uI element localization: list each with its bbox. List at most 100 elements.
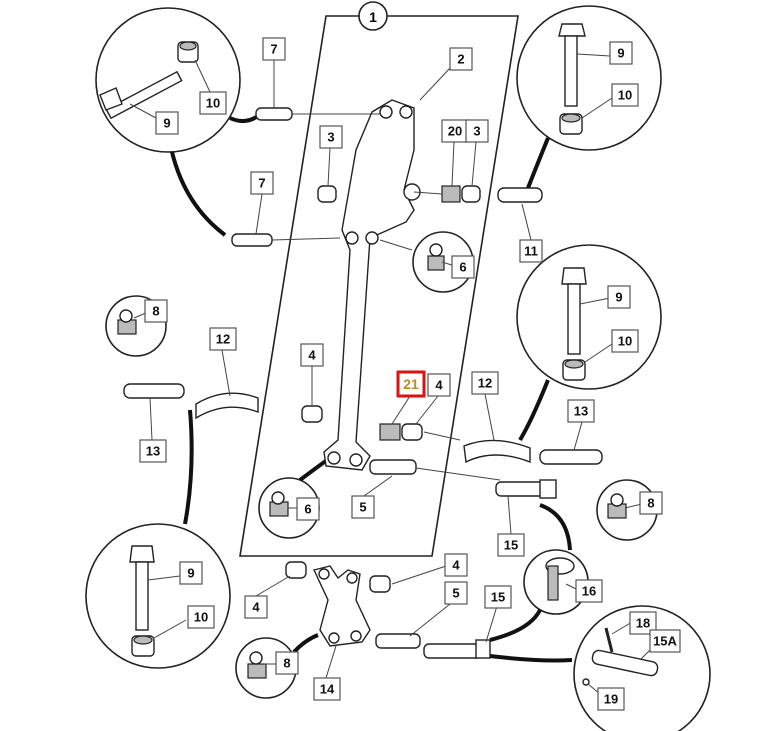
detail-circle-pin-16 (523, 549, 589, 615)
callout-1-text: 1 (369, 9, 377, 25)
svg-text:7: 7 (258, 176, 265, 191)
callout-4-mid-right[interactable]: 4 (427, 373, 451, 397)
callout-18[interactable]: 18 (629, 611, 657, 635)
callout-13-right[interactable]: 13 (567, 399, 595, 423)
callout-20[interactable]: 20 (441, 119, 469, 143)
detail-circle-left-bottom (85, 523, 231, 669)
assembly-panel (239, 15, 519, 557)
callout-9-tr[interactable]: 9 (609, 41, 633, 65)
callout-3-left[interactable]: 3 (319, 125, 343, 149)
bushing-4-left (301, 405, 323, 423)
svg-text:5: 5 (452, 586, 459, 601)
callout-7-mid[interactable]: 7 (250, 171, 274, 195)
callout-4-bottom-left[interactable]: 4 (244, 595, 268, 619)
svg-text:4: 4 (252, 600, 260, 615)
connector-16 (539, 503, 572, 551)
svg-text:15A: 15A (653, 634, 677, 649)
bushing-4-right (401, 423, 423, 441)
svg-text:8: 8 (152, 304, 159, 319)
spring-20 (441, 185, 461, 203)
svg-text:4: 4 (308, 348, 316, 363)
connector-15-15A (489, 654, 573, 663)
detail-circle-right-mid (516, 244, 662, 390)
pin-15-bottom (423, 639, 491, 659)
svg-text:7: 7 (270, 42, 277, 57)
callout-16[interactable]: 16 (575, 579, 603, 603)
connector-tl-7b (170, 151, 227, 237)
svg-text:14: 14 (320, 682, 335, 697)
callout-8-right[interactable]: 8 (639, 491, 663, 515)
svg-text:8: 8 (283, 656, 290, 671)
callout-5-bottom[interactable]: 5 (444, 581, 468, 605)
svg-text:10: 10 (618, 88, 632, 103)
callout-2[interactable]: 2 (449, 47, 473, 71)
svg-text:20: 20 (448, 124, 462, 139)
bracket-14 (313, 565, 371, 647)
callout-10-tr[interactable]: 10 (611, 83, 639, 107)
callout-15A[interactable]: 15A (649, 629, 681, 653)
svg-text:9: 9 (617, 46, 624, 61)
connector-grease-8b (292, 633, 319, 654)
callout-10-tl[interactable]: 10 (199, 91, 227, 115)
callout-12-left[interactable]: 12 (209, 327, 237, 351)
svg-text:15: 15 (504, 538, 518, 553)
callout-10-bottom-left[interactable]: 10 (187, 605, 215, 629)
callout-5-top[interactable]: 5 (351, 495, 375, 519)
svg-text:18: 18 (636, 616, 650, 631)
callout-11[interactable]: 11 (519, 239, 543, 263)
callout-10-right[interactable]: 10 (611, 329, 639, 353)
callout-4-mid[interactable]: 4 (300, 343, 324, 367)
svg-text:6: 6 (459, 260, 466, 275)
detail-circle-grease-6-bottom (258, 477, 320, 539)
callout-19[interactable]: 19 (597, 687, 625, 711)
callout-9-right[interactable]: 9 (607, 285, 631, 309)
bushing-3-right (461, 185, 481, 203)
callout-6-bottom[interactable]: 6 (296, 497, 320, 521)
svg-text:3: 3 (327, 130, 334, 145)
callout-15-top[interactable]: 15 (497, 533, 525, 557)
callout-21-highlighted[interactable]: 21 (396, 370, 426, 398)
svg-text:5: 5 (359, 500, 366, 515)
bushing-4-bottom-right (369, 575, 391, 593)
svg-text:10: 10 (618, 334, 632, 349)
svg-text:21: 21 (403, 376, 419, 392)
callout-7-top[interactable]: 7 (262, 37, 286, 61)
connector-tr-11 (526, 137, 550, 189)
pin-5-top (369, 459, 501, 481)
svg-text:9: 9 (615, 290, 622, 305)
pin-13-left (123, 383, 185, 399)
svg-text:19: 19 (604, 692, 618, 707)
callout-14[interactable]: 14 (313, 677, 341, 701)
svg-text:13: 13 (146, 444, 160, 459)
bushing-3-left (317, 185, 337, 203)
svg-text:6: 6 (304, 502, 311, 517)
callout-8-left[interactable]: 8 (144, 299, 168, 323)
callout-12-right[interactable]: 12 (471, 371, 499, 395)
callout-13-left[interactable]: 13 (139, 439, 167, 463)
callout-3-right[interactable]: 3 (465, 119, 489, 143)
connector-right-12 (518, 379, 550, 442)
svg-text:9: 9 (187, 566, 194, 581)
pin-15-top (495, 479, 557, 499)
pin-7-top (255, 107, 380, 121)
callout-1[interactable]: 1 (358, 1, 388, 31)
callout-6-top[interactable]: 6 (451, 255, 475, 279)
pin-7-mid (231, 233, 341, 247)
callout-4-bottom-right[interactable]: 4 (444, 553, 468, 577)
callout-9-tl[interactable]: 9 (155, 111, 179, 135)
bushing-4-bottom-left (285, 561, 307, 579)
svg-text:15: 15 (491, 590, 505, 605)
svg-text:11: 11 (524, 244, 538, 259)
pin-13-right (539, 449, 603, 465)
svg-text:16: 16 (582, 584, 596, 599)
connector-15-16 (489, 608, 542, 642)
callout-15-bottom[interactable]: 15 (484, 585, 512, 609)
leader-lines (149, 60, 583, 679)
svg-text:4: 4 (435, 378, 443, 393)
svg-text:10: 10 (194, 610, 208, 625)
main-arm-part-2 (323, 99, 421, 471)
svg-text:4: 4 (452, 558, 460, 573)
callout-8-bottom[interactable]: 8 (275, 651, 299, 675)
callout-9-bottom-left[interactable]: 9 (179, 561, 203, 585)
